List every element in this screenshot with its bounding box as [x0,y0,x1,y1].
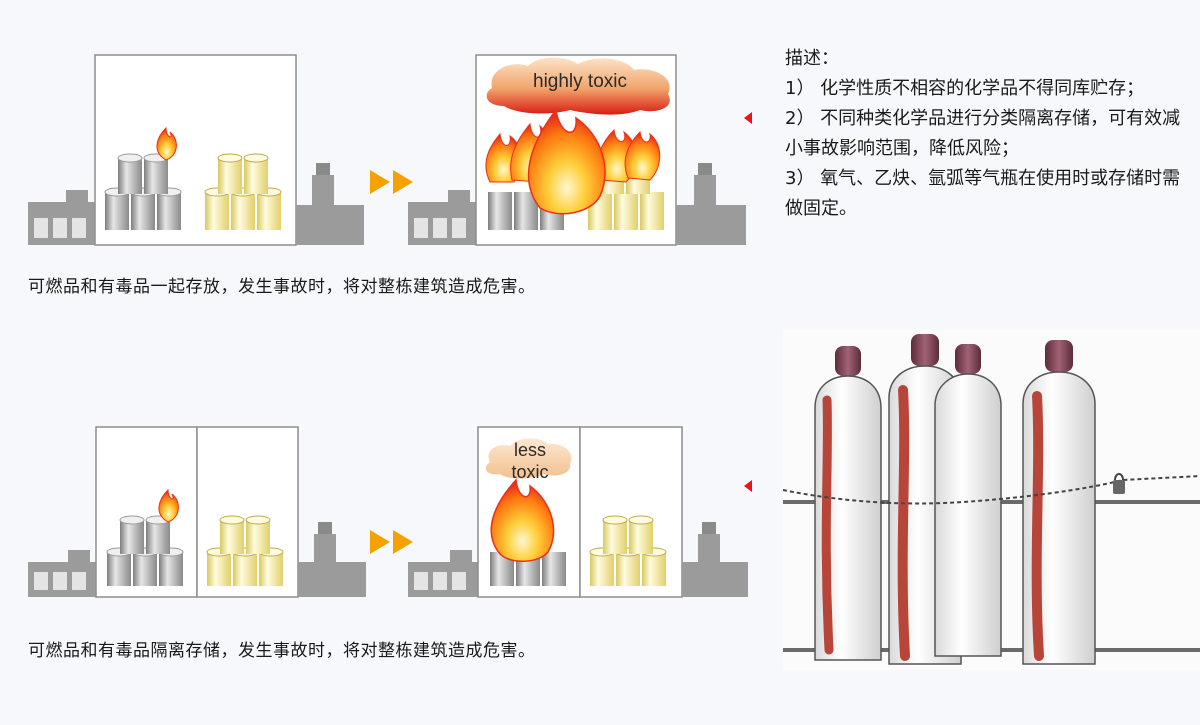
gas-cylinder [934,344,1002,657]
arrow-icon [370,530,413,554]
arrow-icon [370,170,413,194]
description-panel: 描述： 1） 化学性质不相容的化学品不得同库贮存； 2） 不同种类化学品进行分类… [785,44,1185,224]
segregated-storage-diagram: less toxic [28,426,752,598]
toxic-cloud: highly toxic [486,57,670,115]
mixed-storage-diagram: highly toxic [28,54,752,246]
less-toxic-label-line2: toxic [511,462,548,482]
small-flame-icon [156,126,177,161]
warehouse-after-segregated: less toxic [408,426,748,598]
warehouse-before [28,54,364,246]
scene2-caption: 可燃品和有毒品隔离存储，发生事故时，将对整栋建筑造成危害。 [28,641,536,661]
description-heading: 描述： [785,48,839,69]
lock-icon [1113,473,1125,494]
warehouse-before-segregated [28,426,366,598]
gas-cylinder [1022,340,1096,665]
scene1-caption: 可燃品和有毒品一起存放，发生事故时，将对整栋建筑造成危害。 [28,277,536,297]
fire-icon [490,478,555,562]
red-marker-icon [744,480,752,492]
warehouse-after: highly toxic [408,54,746,246]
toxic-cloud-label: highly toxic [533,71,627,92]
red-marker-icon [744,112,752,124]
less-toxic-cloud: less toxic [485,438,572,482]
description-item-2: 2） 不同种类化学品进行分类隔离存储，可有效减小事故影响范围，降低风险； [785,108,1181,159]
less-toxic-label-line1: less [514,440,546,460]
small-flame-icon [158,488,179,523]
description-item-3: 3） 氧气、乙炔、氩弧等气瓶在使用时或存储时需做固定。 [785,168,1181,219]
gas-cylinders-illustration [783,330,1200,670]
fire-icon [485,108,661,215]
gas-cylinder [814,346,882,661]
description-item-1: 1） 化学性质不相容的化学品不得同库贮存； [785,78,1145,99]
securing-chain [783,475,1200,505]
